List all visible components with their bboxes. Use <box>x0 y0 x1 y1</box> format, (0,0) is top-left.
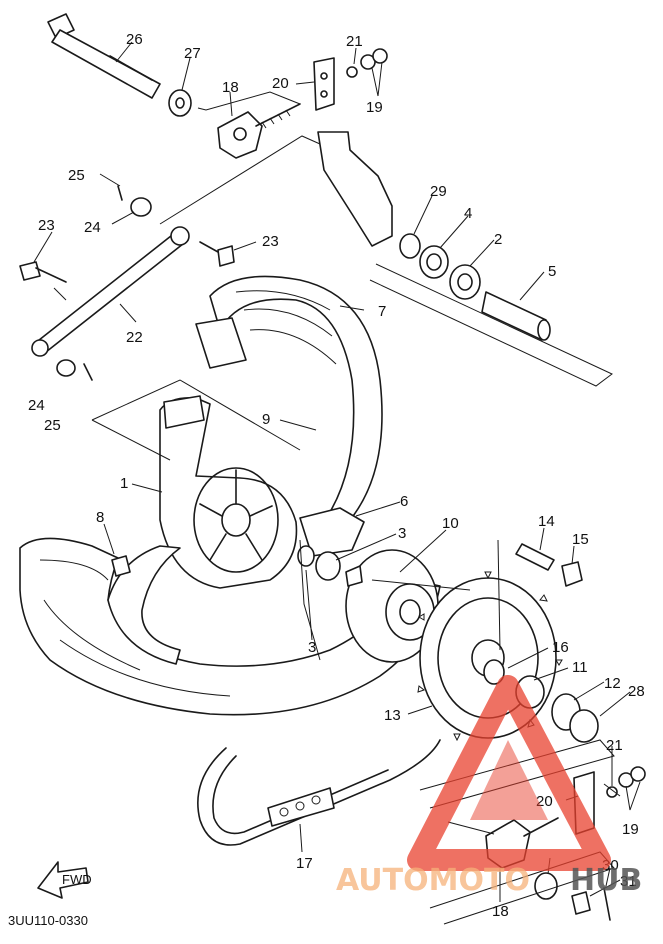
svg-text:FWD: FWD <box>62 872 92 887</box>
nut <box>630 766 646 782</box>
part-number-21: 21 <box>606 737 623 754</box>
oil-seal <box>419 245 449 279</box>
part-number-5: 5 <box>548 263 556 280</box>
part-number-14: 14 <box>538 513 555 530</box>
watermark-triangle <box>407 675 611 871</box>
part-number-4: 4 <box>464 205 472 222</box>
part-number-17: 17 <box>296 855 313 872</box>
fwd-arrow: FWD <box>37 861 92 899</box>
bolt <box>217 245 235 267</box>
collar <box>483 659 505 685</box>
part-number-24: 24 <box>28 397 45 414</box>
part-number-11: 11 <box>572 659 588 676</box>
part-number-21: 21 <box>346 33 363 50</box>
part-number-22: 22 <box>126 329 143 346</box>
washer <box>168 89 192 117</box>
part-number-31: 31 <box>620 873 637 890</box>
part-number-12: 12 <box>604 675 621 692</box>
part-number-2: 2 <box>494 231 502 248</box>
caliper-bracket <box>317 131 393 247</box>
part-number-26: 26 <box>126 31 143 48</box>
nut <box>346 66 358 78</box>
cotter-pin <box>117 185 123 201</box>
part-number-16: 16 <box>552 639 569 656</box>
bearing <box>315 551 341 581</box>
part-number-7: 7 <box>378 303 386 320</box>
part-number-20: 20 <box>272 75 289 92</box>
part-number-9: 9 <box>262 411 270 428</box>
part-number-10: 10 <box>442 515 459 532</box>
watermark-text-auto: AUTOMOTO <box>336 863 530 898</box>
part-number-19: 19 <box>366 99 383 116</box>
cotter-pin <box>83 363 93 381</box>
part-number-28: 28 <box>628 683 645 700</box>
collar <box>569 709 599 743</box>
bearing <box>449 264 481 300</box>
drive-chain <box>197 739 441 846</box>
part-number-3: 3 <box>308 639 316 656</box>
wheel-tire <box>195 275 383 521</box>
rear-axle <box>47 13 161 99</box>
nut <box>561 561 583 587</box>
part-number-23: 23 <box>262 233 279 250</box>
part-number-1: 1 <box>120 475 128 492</box>
part-number-27: 27 <box>184 45 201 62</box>
collar-24 <box>130 197 152 217</box>
washer <box>534 872 558 900</box>
part-number-23: 23 <box>38 217 55 234</box>
part-number-6: 6 <box>400 493 408 510</box>
cotter-pin <box>603 887 611 921</box>
part-number-18: 18 <box>222 79 239 96</box>
part-number-13: 13 <box>384 707 401 724</box>
axle-nut <box>571 891 591 915</box>
nut <box>372 48 388 64</box>
part-number-29: 29 <box>430 183 447 200</box>
tension-bar <box>33 231 189 353</box>
rear-wheel <box>159 395 298 589</box>
balance-weight <box>111 555 131 577</box>
adjuster-plate-top <box>313 57 335 111</box>
collar <box>399 233 421 259</box>
bearing <box>297 545 315 567</box>
nut <box>360 54 376 70</box>
bolt <box>19 261 41 281</box>
stud-bolt <box>515 543 555 571</box>
chain-puller-top <box>217 103 301 159</box>
nut <box>606 786 618 798</box>
spacer <box>481 291 547 341</box>
part-number-18: 18 <box>492 903 509 920</box>
part-number-8: 8 <box>96 509 104 526</box>
part-number-24: 24 <box>84 219 101 236</box>
watermark-text-hub: HUB <box>570 863 642 898</box>
collar-24 <box>56 359 76 377</box>
part-number-25: 25 <box>68 167 85 184</box>
part-number-25: 25 <box>44 417 61 434</box>
part-number-3: 3 <box>398 525 406 542</box>
watermark: AUTOMOTO HUB <box>336 675 642 898</box>
part-number-19: 19 <box>622 821 639 838</box>
diagram-code: 3UU110-0330 <box>8 913 88 928</box>
part-number-15: 15 <box>572 531 589 548</box>
part-labels: 2627181820202121191925252323242429425722… <box>28 31 645 920</box>
